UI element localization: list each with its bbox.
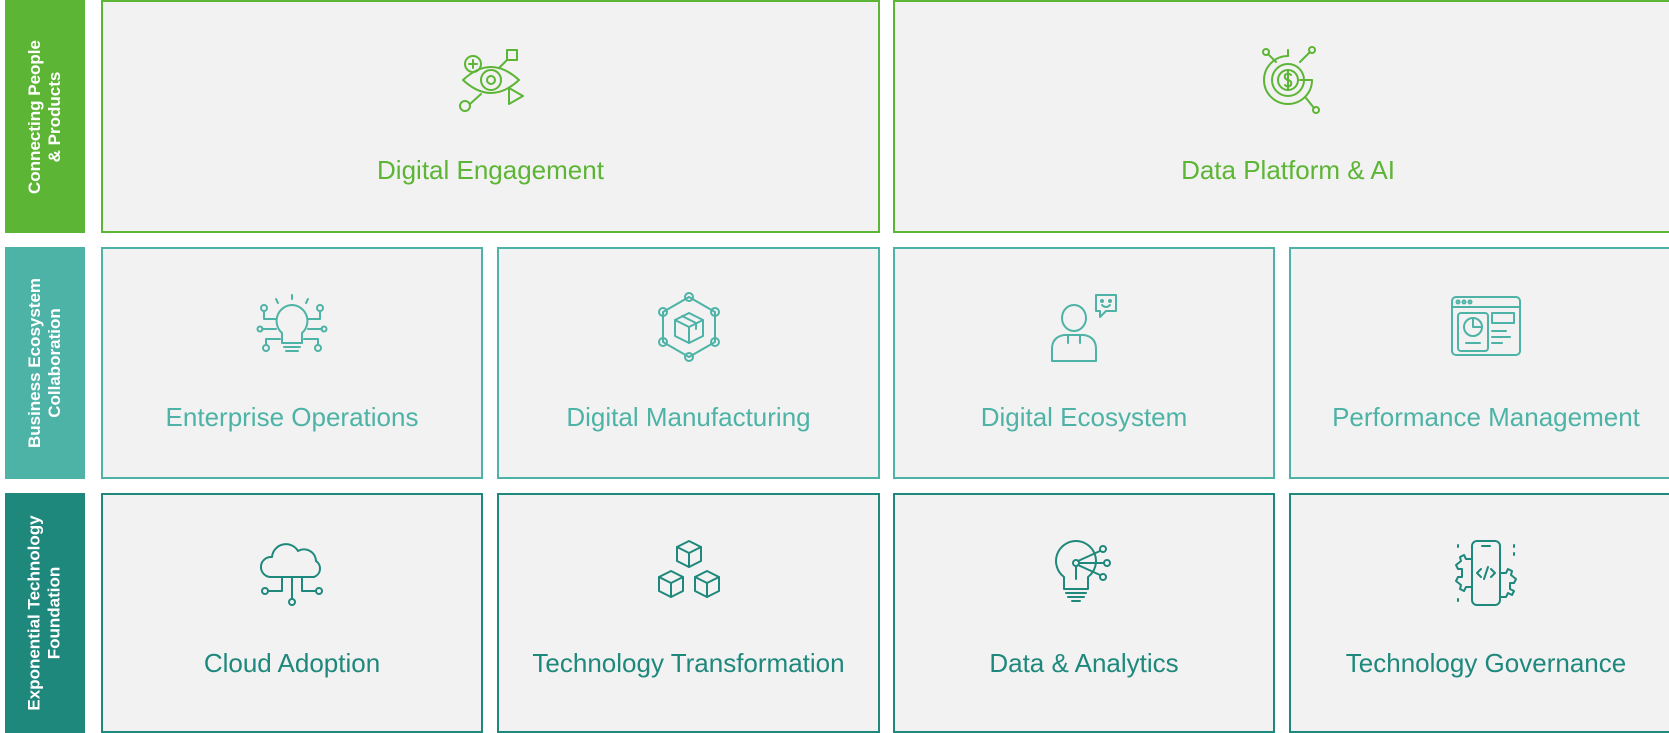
tile-data-analytics[interactable]: Data & Analytics xyxy=(893,493,1275,733)
box-hexagon-icon xyxy=(653,291,725,363)
tile-title: Digital Manufacturing xyxy=(566,402,811,432)
tile-cloud-adoption[interactable]: Cloud Adoption xyxy=(101,493,483,733)
tile-technology-transformation[interactable]: Technology Transformation xyxy=(497,493,880,733)
tile-title: Data & Analytics xyxy=(989,648,1179,678)
tile-title: Digital Engagement xyxy=(377,155,604,185)
dollar-circuit-icon xyxy=(1252,44,1324,116)
tile-performance-management[interactable]: Performance Management xyxy=(1289,247,1669,479)
tile-title: Enterprise Operations xyxy=(165,402,419,432)
tile-title: Technology Governance xyxy=(1345,648,1627,678)
lightbulb-nodes-icon xyxy=(1048,537,1120,609)
cloud-network-icon xyxy=(256,537,328,609)
tile-digital-manufacturing[interactable]: Digital Manufacturing xyxy=(497,247,880,479)
tile-enterprise-operations[interactable]: Enterprise Operations xyxy=(101,247,483,479)
tile-data-platform-ai[interactable]: Data Platform & AI xyxy=(893,0,1669,233)
tile-title: Performance Management xyxy=(1332,402,1640,432)
tile-digital-ecosystem[interactable]: Digital Ecosystem xyxy=(893,247,1275,479)
band-label: Connecting People& Products xyxy=(25,39,64,194)
tile-title: Data Platform & AI xyxy=(1181,155,1395,185)
phone-code-gear-icon xyxy=(1450,537,1522,609)
tile-title: Digital Ecosystem xyxy=(980,402,1188,432)
eye-network-icon xyxy=(455,44,527,116)
dashboard-window-icon xyxy=(1450,291,1522,363)
tile-technology-governance[interactable]: Technology Governance xyxy=(1289,493,1669,733)
person-chat-icon xyxy=(1048,291,1120,363)
tile-digital-engagement[interactable]: Digital Engagement xyxy=(101,0,880,233)
tile-title: Technology Transformation xyxy=(532,648,845,678)
lightbulb-network-icon xyxy=(256,291,328,363)
tile-title: Cloud Adoption xyxy=(203,648,381,678)
cubes-icon xyxy=(653,537,725,609)
band-connecting-people-products: Connecting People& Products xyxy=(5,0,85,233)
